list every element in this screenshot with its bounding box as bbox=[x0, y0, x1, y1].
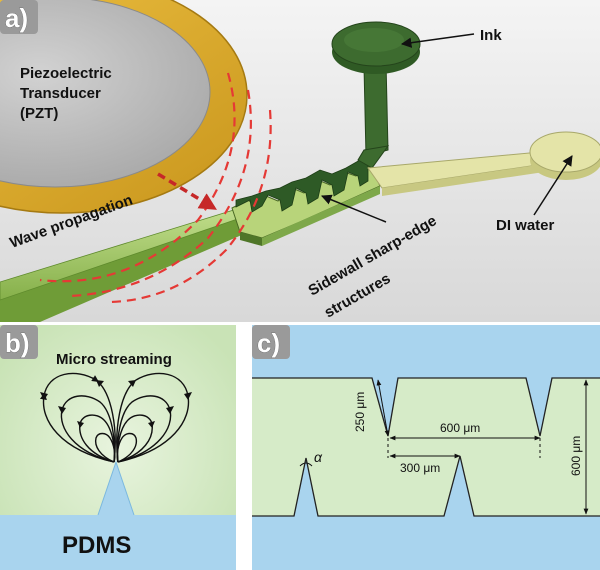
wave-fronts bbox=[39, 72, 272, 304]
panel-c: c) 250 μm 600 μm 300 μm 600 μm α bbox=[252, 325, 600, 570]
panel-c-letter-bg bbox=[252, 325, 290, 359]
water-arrow bbox=[533, 155, 573, 216]
panel-b: b) Micro streaming PDMS bbox=[0, 325, 236, 570]
panel-c-letter: c) bbox=[257, 328, 280, 358]
angle-alpha-label: α bbox=[314, 449, 323, 465]
panel-a: a) Piezoelectric Transducer (PZT) Ink DI… bbox=[0, 0, 600, 322]
dim-300-label: 300 μm bbox=[400, 461, 440, 475]
water-reservoir bbox=[529, 131, 600, 180]
panel-b-letter-bg bbox=[0, 325, 38, 359]
sidewall-arrow bbox=[321, 194, 387, 223]
streaming-vortices bbox=[39, 372, 190, 463]
pzt-transducer bbox=[0, 0, 248, 214]
pdms-label: PDMS bbox=[62, 532, 131, 559]
panel-a-letter: a) bbox=[5, 3, 28, 33]
pzt-label-line1: Piezoelectric bbox=[20, 65, 112, 82]
dim-600-vertical-label: 600 μm bbox=[569, 436, 583, 476]
vortex-arrowheads bbox=[40, 380, 192, 428]
wave-direction-arrow bbox=[157, 172, 217, 210]
panel-c-bottom-wall bbox=[252, 455, 600, 517]
panel-b-letter: b) bbox=[5, 328, 30, 358]
pdms-tip-edge bbox=[97, 460, 135, 516]
ink-arrow bbox=[400, 33, 475, 48]
pdms-wall bbox=[0, 462, 236, 570]
dim-250-label: 250 μm bbox=[353, 392, 367, 432]
streaming-label: Micro streaming bbox=[56, 351, 172, 368]
ink-label: Ink bbox=[480, 27, 502, 44]
dimension-lines bbox=[299, 379, 589, 515]
water-label: DI water bbox=[496, 217, 555, 234]
dim-600-horizontal-label: 600 μm bbox=[440, 421, 480, 435]
panel-c-top-wall bbox=[252, 377, 600, 437]
pzt-label-line2: Transducer bbox=[20, 85, 101, 102]
panel-a-letter-bg bbox=[0, 0, 38, 34]
separator-horizontal bbox=[0, 322, 600, 325]
pzt-label-line3: (PZT) bbox=[20, 105, 58, 122]
separator-vertical bbox=[236, 325, 252, 570]
panel-c-fluid bbox=[252, 378, 600, 516]
microchannel bbox=[0, 61, 545, 322]
ink-reservoir bbox=[331, 21, 421, 74]
